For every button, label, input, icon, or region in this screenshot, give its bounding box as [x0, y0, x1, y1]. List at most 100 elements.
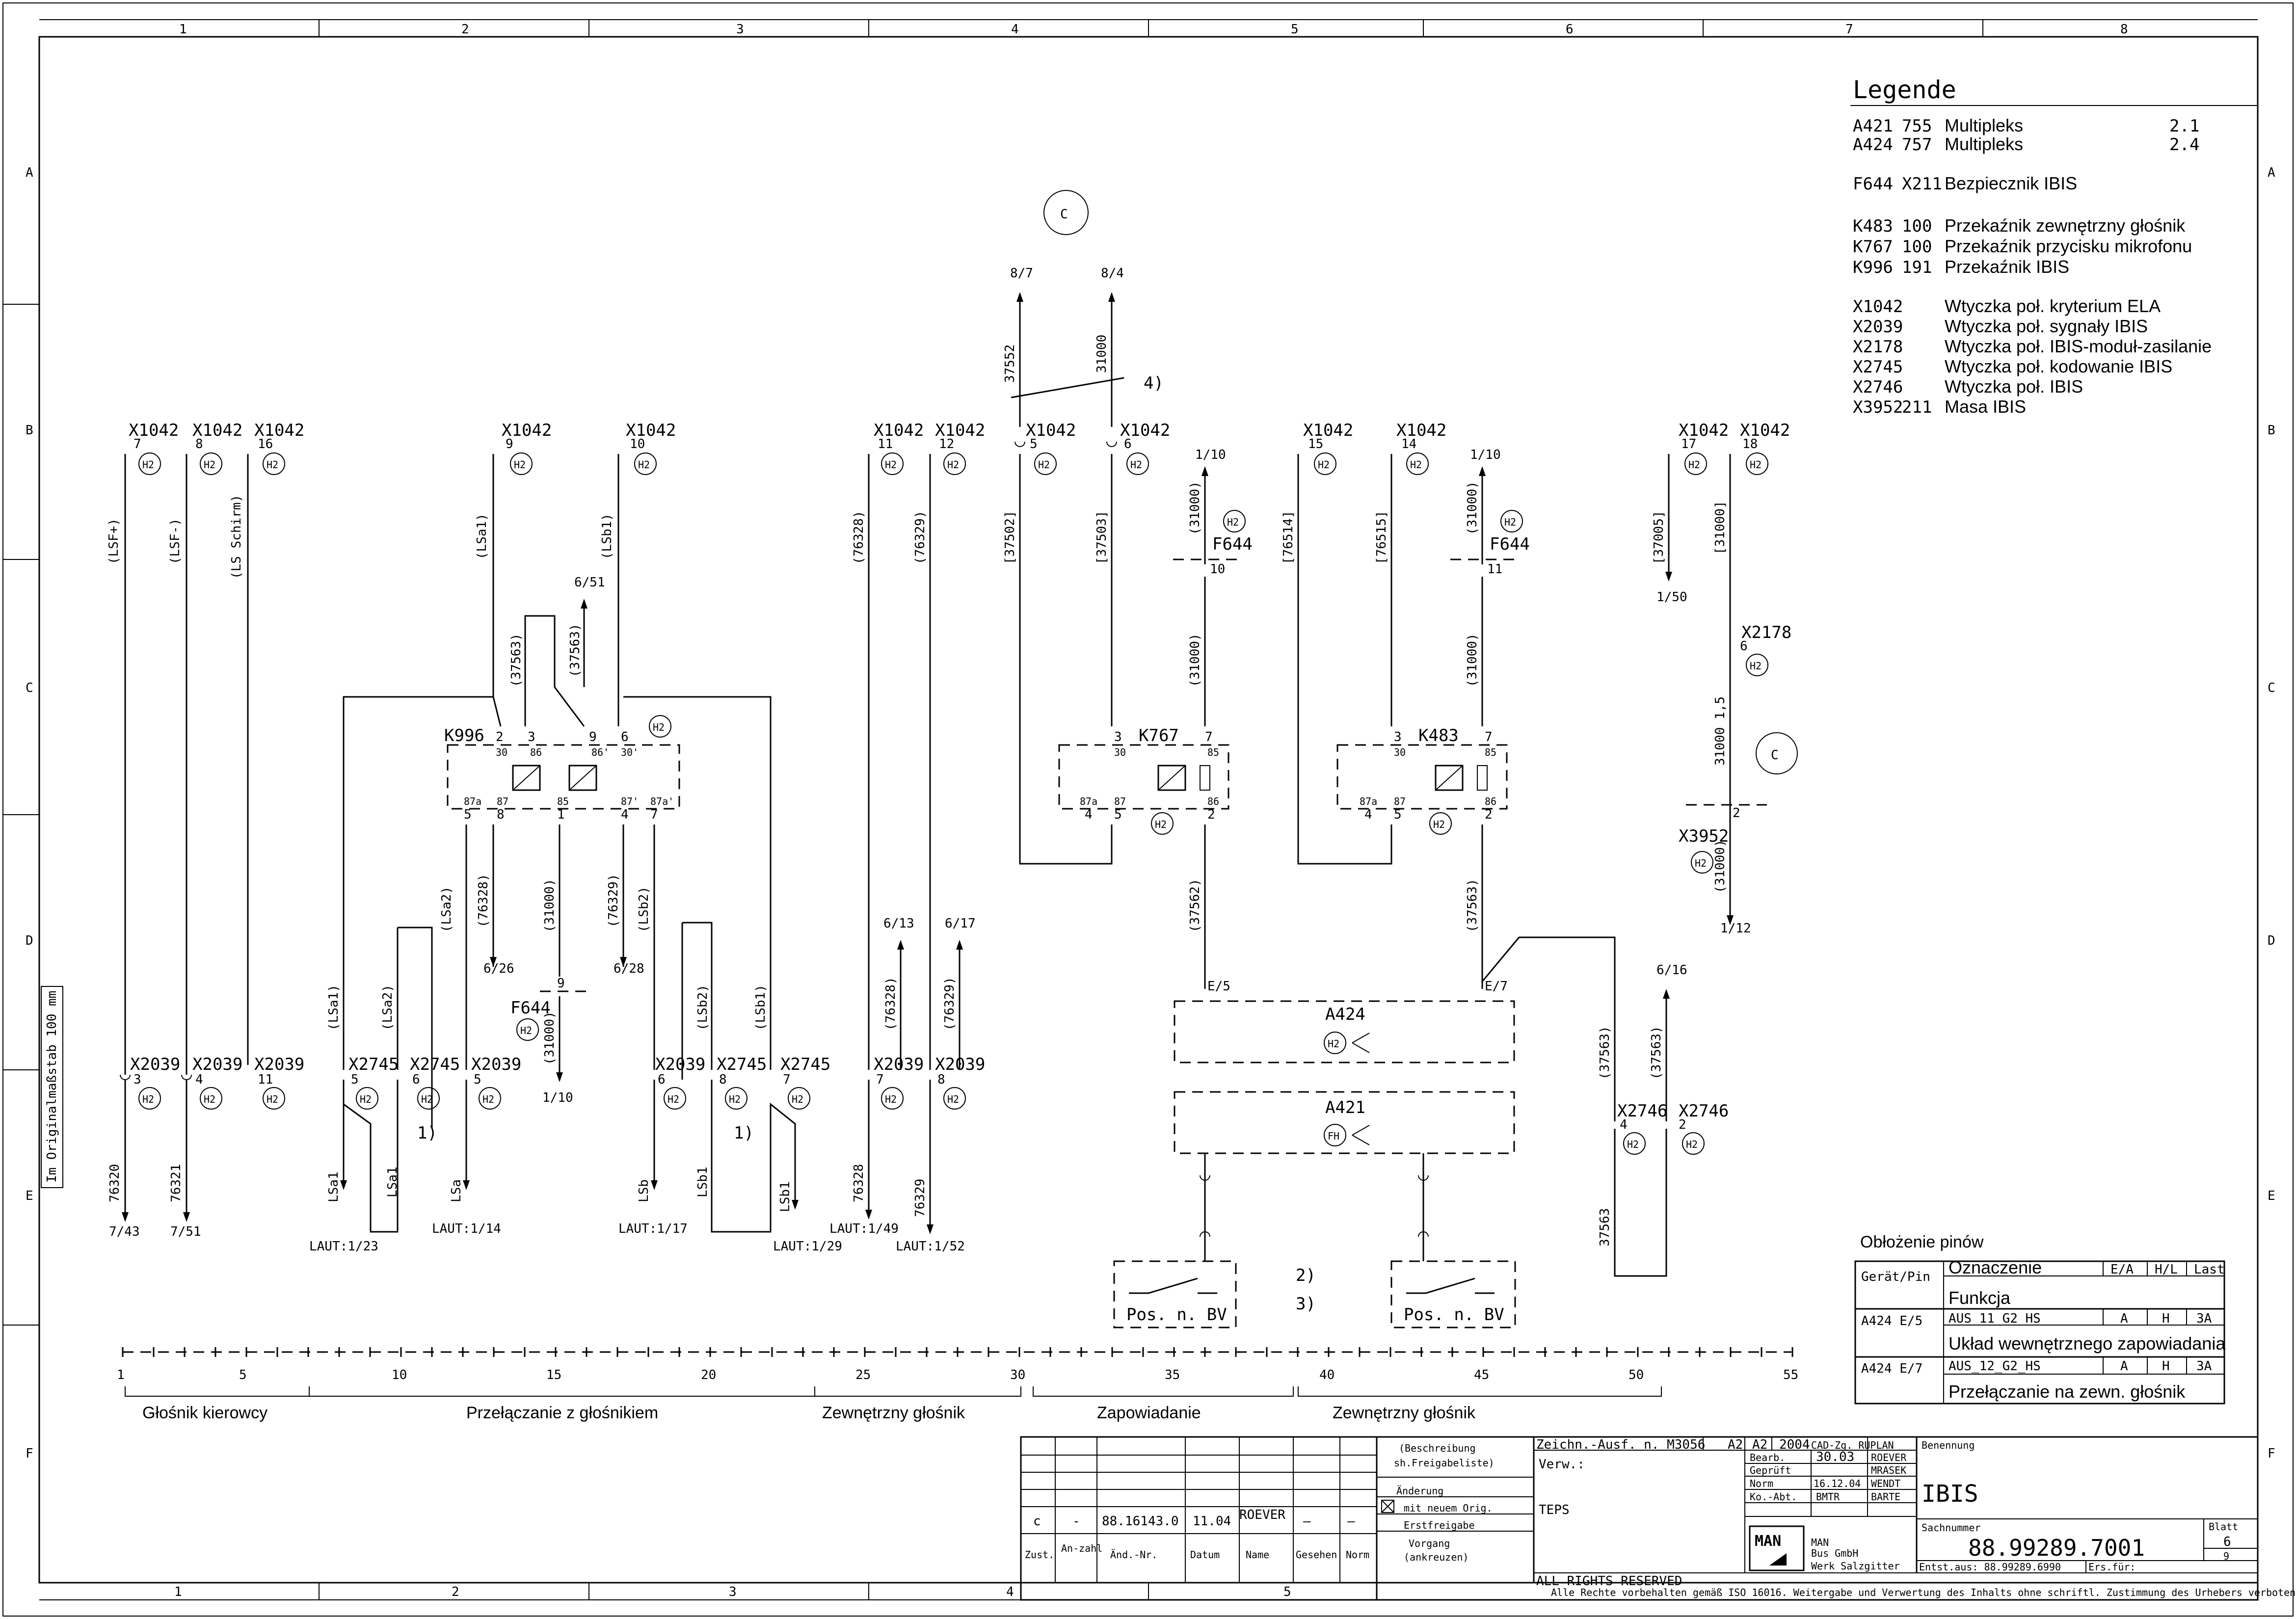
- row-letter: A: [26, 165, 33, 180]
- svg-text:7/51: 7/51: [170, 1224, 201, 1239]
- svg-text:2: 2: [496, 730, 504, 744]
- h2-badge: H2: [138, 1087, 161, 1110]
- svg-text:LAUT:1/14: LAUT:1/14: [432, 1221, 501, 1236]
- col-number: 7: [1845, 22, 1853, 37]
- svg-text:(37563): (37563): [509, 633, 524, 687]
- svg-text:(LSF-): (LSF-): [168, 518, 183, 564]
- svg-text:(LS Schirm): (LS Schirm): [229, 495, 244, 579]
- svg-text:(76328): (76328): [476, 874, 491, 928]
- h2-badge: H2: [1682, 1132, 1705, 1155]
- svg-text:[37005]: [37005]: [1652, 510, 1666, 564]
- svg-text:X1042: X1042: [874, 421, 924, 440]
- svg-text:76321: 76321: [169, 1164, 184, 1202]
- h2-badge: H2: [725, 1087, 748, 1110]
- svg-text:(76328): (76328): [883, 977, 898, 1031]
- svg-text:15: 15: [546, 1368, 561, 1382]
- svg-text:Wtyczka poł. kryterium ELA: Wtyczka poł. kryterium ELA: [1945, 296, 2161, 316]
- svg-text:Pos. n. BV: Pos. n. BV: [1404, 1305, 1504, 1325]
- svg-text:3A: 3A: [2196, 1311, 2212, 1326]
- svg-text:30: 30: [1010, 1368, 1025, 1382]
- svg-text:LSa1: LSa1: [385, 1167, 400, 1197]
- svg-text:(LSb1): (LSb1): [753, 984, 768, 1031]
- svg-text:11: 11: [878, 437, 893, 451]
- svg-text:7: 7: [1205, 730, 1213, 744]
- svg-text:H2: H2: [947, 1093, 959, 1105]
- h2-badge: H2: [479, 1087, 501, 1110]
- svg-text:5: 5: [474, 1072, 481, 1087]
- svg-text:Wtyczka poł. IBIS: Wtyczka poł. IBIS: [1945, 376, 2083, 397]
- svg-text:Alle Rechte vorbehalten gemäß: Alle Rechte vorbehalten gemäß ISO 16016.…: [1551, 1587, 2296, 1598]
- svg-text:X1042: X1042: [1740, 421, 1790, 440]
- svg-text:5: 5: [1114, 807, 1122, 822]
- svg-text:5: 5: [1394, 807, 1402, 822]
- svg-text:LAUT:1/29: LAUT:1/29: [773, 1239, 842, 1254]
- k767-relay-group: C 8/7 8/4 37552 31000 4) X1042 X1042 5 6…: [1003, 190, 1253, 994]
- row-letter-right: D: [2268, 933, 2275, 948]
- row-letter-right: F: [2268, 1446, 2275, 1461]
- svg-text:LSb1: LSb1: [695, 1167, 710, 1197]
- svg-text:H2: H2: [947, 459, 959, 471]
- connector-name: X1042: [192, 421, 242, 440]
- svg-text:86: 86: [1207, 796, 1219, 807]
- svg-text:18: 18: [1742, 437, 1758, 451]
- h2-badge: H2: [881, 1087, 904, 1110]
- svg-text:H2: H2: [1410, 459, 1422, 471]
- k996-label: K996: [444, 726, 484, 745]
- svg-text:X2745: X2745: [717, 1055, 767, 1074]
- svg-text:7: 7: [876, 1072, 884, 1087]
- svg-text:Multipleks: Multipleks: [1945, 115, 2023, 135]
- svg-text:1/10: 1/10: [1195, 448, 1226, 462]
- svg-text:211: 211: [1902, 398, 1932, 417]
- svg-text:1/50: 1/50: [1656, 590, 1687, 605]
- svg-text:A: A: [2120, 1311, 2128, 1326]
- svg-text:Last: Last: [2194, 1262, 2225, 1277]
- row-letter: E: [26, 1189, 33, 1203]
- svg-text:Vorgang: Vorgang: [1409, 1538, 1450, 1549]
- svg-text:14: 14: [1401, 437, 1416, 451]
- ruler-section: Zapowiadanie: [1097, 1404, 1201, 1422]
- svg-text:X2178: X2178: [1853, 337, 1903, 357]
- svg-text:TEPS: TEPS: [1539, 1503, 1570, 1517]
- svg-text:-: -: [1072, 1514, 1080, 1529]
- svg-text:MAN: MAN: [1755, 1533, 1781, 1550]
- svg-text:Układ wewnętrznego zapowiadani: Układ wewnętrznego zapowiadania: [1949, 1333, 2226, 1354]
- svg-text:87: 87: [1394, 796, 1406, 807]
- svg-text:H2: H2: [1504, 516, 1516, 528]
- row-letter: F: [26, 1446, 33, 1461]
- svg-text:H2: H2: [1688, 459, 1700, 471]
- svg-text:31000: 31000: [1095, 335, 1109, 373]
- svg-text:85: 85: [557, 796, 569, 807]
- svg-text:H2: H2: [1038, 459, 1050, 471]
- h2-badge: H2: [1746, 654, 1768, 676]
- h2-badge: H2: [788, 1087, 810, 1110]
- c-marker: C: [1043, 190, 1089, 235]
- h2-badge: H2: [943, 1087, 966, 1110]
- svg-text:100: 100: [1902, 237, 1932, 257]
- svg-text:Przekaźnik przycisku mikrofonu: Przekaźnik przycisku mikrofonu: [1945, 236, 2192, 256]
- svg-text:1/10: 1/10: [1470, 448, 1501, 462]
- svg-text:87: 87: [497, 796, 508, 807]
- svg-text:Geprüft: Geprüft: [1750, 1464, 1791, 1476]
- svg-text:76329: 76329: [913, 1179, 928, 1217]
- h2-badge: H2: [881, 452, 904, 475]
- svg-text:Änderung: Änderung: [1396, 1485, 1443, 1497]
- svg-text:4): 4): [1144, 373, 1164, 393]
- svg-text:H2: H2: [729, 1093, 741, 1105]
- svg-text:Zust.: Zust.: [1025, 1549, 1054, 1561]
- svg-text:LSa1: LSa1: [326, 1171, 341, 1202]
- svg-text:11: 11: [258, 1072, 273, 1087]
- svg-text:H2: H2: [204, 459, 215, 471]
- svg-text:—: —: [1347, 1514, 1355, 1529]
- svg-text:X2039: X2039: [471, 1055, 521, 1074]
- h2-badge: H2: [510, 452, 533, 475]
- ruler: 1 5 10 15 20 25 30 35 40 45 50 55 Głośni…: [117, 1347, 1798, 1422]
- h2-badge: H2: [943, 452, 966, 475]
- svg-text:Multipleks: Multipleks: [1945, 134, 2023, 154]
- h2-badge: H2: [664, 1087, 686, 1110]
- svg-text:H/L: H/L: [2155, 1262, 2178, 1277]
- svg-text:X2746: X2746: [1853, 377, 1903, 397]
